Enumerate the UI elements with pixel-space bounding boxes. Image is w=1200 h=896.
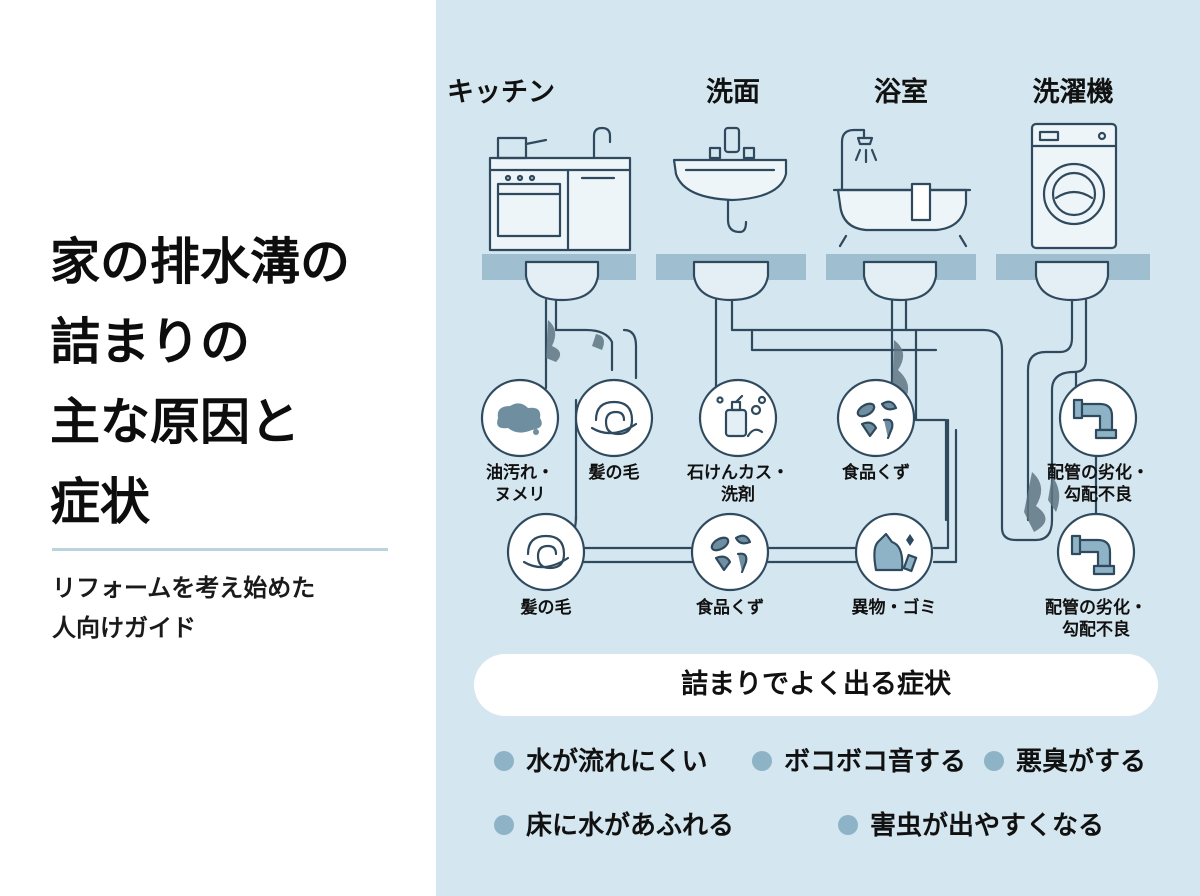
- food-scraps-icon-2: [710, 534, 752, 574]
- cause-circles-top: [480, 378, 1138, 458]
- floor-traps: [524, 260, 1110, 302]
- cause-label: 配管の劣化・ 勾配不良: [1021, 597, 1171, 641]
- cause-label-line: 異物・ゴミ: [851, 598, 937, 618]
- cause-label: 髪の毛: [539, 462, 689, 484]
- cause-label-line: 石けんカス・: [687, 463, 789, 483]
- cause-label: 髪の毛: [471, 597, 621, 619]
- washing-machine-icon: [1030, 122, 1118, 250]
- pipe-elbow-icon: [1072, 398, 1118, 440]
- diagram-panel: キッチン 洗面 浴室 洗濯機 油汚れ・ ヌメリ 髪の毛 石けんカス・ 洗剤 食品…: [436, 0, 1200, 896]
- symptoms-heading: 詰まりでよく出る症状: [474, 654, 1158, 716]
- bullet-dot: [984, 750, 1004, 771]
- food-scraps-icon: [856, 400, 898, 440]
- sludge-streaks: [546, 320, 1060, 532]
- cause-label-line: 配管の劣化・: [1047, 463, 1149, 483]
- left-panel: 家の排水溝の 詰まりの 主な原因と 症状 リフォームを考え始めた 人向けガイド: [0, 0, 436, 896]
- cause-label: 配管の劣化・ 勾配不良: [1023, 462, 1173, 506]
- page-subtitle: リフォームを考え始めた 人向けガイド: [52, 568, 412, 648]
- grease-stain-icon: [497, 403, 542, 435]
- cause-label-line: 勾配不良: [1064, 485, 1132, 505]
- title-line: 症状: [50, 473, 150, 531]
- symptom-text: 害虫が出やすくなる: [870, 811, 1105, 841]
- bathtub-icon: [832, 128, 972, 248]
- symptom-text: 水が流れにくい: [526, 747, 708, 777]
- symptom-text: ボコボコ音する: [784, 747, 967, 777]
- symptom-item: 床に水があふれる: [494, 808, 734, 844]
- soap-bottle-icon: [716, 394, 767, 438]
- trash-bag-icon: [873, 532, 918, 573]
- bullet-dot: [838, 814, 858, 835]
- bullet-dot: [494, 750, 514, 771]
- subtitle-line: 人向けガイド: [52, 614, 196, 642]
- cause-label-line: 髪の毛: [588, 463, 640, 483]
- cause-label: 食品くず: [655, 597, 805, 619]
- bullet-dot: [494, 814, 514, 835]
- cause-label-line: ヌメリ: [494, 485, 546, 505]
- symptom-item: 害虫が出やすくなる: [838, 808, 1104, 844]
- cause-label-line: 食品くず: [842, 463, 910, 483]
- title-line: 主な原因と: [50, 393, 300, 451]
- fixture-label-washing-machine: 洗濯機: [1032, 77, 1114, 108]
- page-title: 家の排水溝の 詰まりの 主な原因と 症状: [50, 222, 430, 542]
- symptom-item: 水が流れにくい: [494, 744, 707, 780]
- title-line: 家の排水溝の: [50, 233, 350, 291]
- cause-label: 異物・ゴミ: [819, 597, 969, 619]
- hair-icon-2: [522, 534, 570, 570]
- symptom-item: ボコボコ音する: [752, 744, 966, 780]
- symptom-text: 床に水があふれる: [526, 811, 735, 841]
- cause-label-line: 髪の毛: [520, 598, 572, 618]
- symptom-item: 悪臭がする: [984, 744, 1146, 780]
- cause-label-line: 勾配不良: [1062, 620, 1130, 640]
- drain-diagram: [480, 122, 1150, 592]
- cause-label-line: 油汚れ・: [486, 463, 554, 483]
- cause-label-line: 洗剤: [721, 485, 755, 505]
- pipe-elbow-icon-2: [1070, 534, 1116, 576]
- fixture-label-washroom: 洗面: [706, 77, 760, 108]
- fixture-label-kitchen: キッチン: [447, 77, 555, 108]
- kitchen-sink-icon: [488, 126, 632, 252]
- cause-label: 油汚れ・ ヌメリ: [445, 462, 595, 506]
- title-divider: [52, 548, 388, 551]
- title-line: 詰まりの: [50, 313, 250, 371]
- bullet-dot: [752, 750, 772, 771]
- fixture-label-bathroom: 浴室: [874, 77, 928, 108]
- cause-label-line: 食品くず: [696, 598, 764, 618]
- cause-label-line: 配管の劣化・: [1045, 598, 1147, 618]
- subtitle-line: リフォームを考え始めた: [52, 574, 316, 602]
- cause-label: 食品くず: [801, 462, 951, 484]
- cause-label: 石けんカス・ 洗剤: [663, 462, 813, 506]
- wash-basin-icon: [672, 126, 788, 234]
- hair-icon: [590, 400, 638, 436]
- symptom-text: 悪臭がする: [1016, 747, 1147, 777]
